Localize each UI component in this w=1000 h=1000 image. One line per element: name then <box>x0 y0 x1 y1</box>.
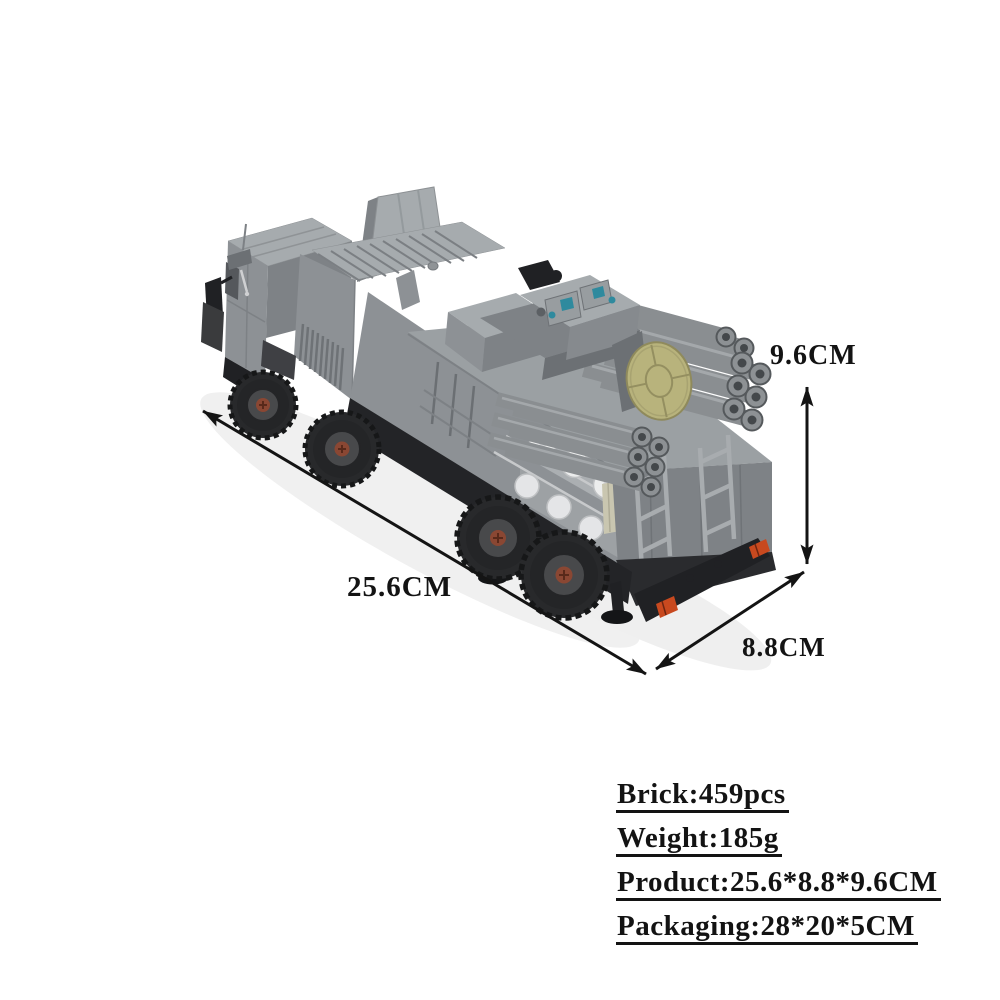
spec-weight: Weight:185g <box>616 823 782 857</box>
width-arrow <box>655 570 805 671</box>
antenna <box>242 223 247 251</box>
dimension-arrows <box>202 386 814 676</box>
engine-module <box>261 221 506 401</box>
turret <box>480 260 640 380</box>
height-dimension-label: 9.6CM <box>770 340 857 371</box>
spec-product-size: Product:25.6*8.8*9.6CM <box>616 867 941 901</box>
length-dimension-label: 25.6CM <box>347 571 453 603</box>
wheel <box>227 369 299 441</box>
wheel <box>518 529 610 621</box>
product-specs: Brick:459pcs Weight:185g Product:25.6*8.… <box>616 779 941 955</box>
cab <box>201 217 353 402</box>
width-dimension-label: 8.8CM <box>742 632 826 662</box>
exhaust-stack <box>227 249 252 270</box>
spec-brick-count: Brick:459pcs <box>616 779 789 813</box>
radar-dish <box>612 331 693 421</box>
spec-packaging-size: Packaging:28*20*5CM <box>616 911 918 945</box>
turret-mount <box>518 260 560 290</box>
wheel <box>302 409 382 489</box>
taillight-right <box>749 539 770 559</box>
tube-muzzles <box>715 326 772 432</box>
length-arrow <box>202 409 647 676</box>
panel-support <box>396 270 420 310</box>
sensor-ports <box>548 286 616 319</box>
louver-vents <box>298 323 345 391</box>
